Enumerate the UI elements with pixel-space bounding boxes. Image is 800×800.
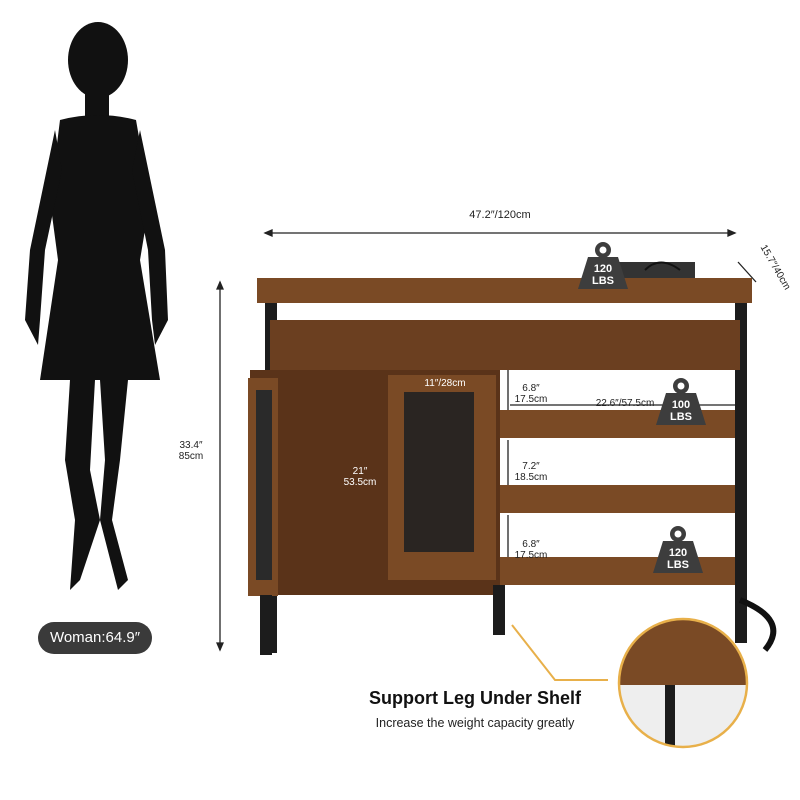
- weight-unit: LBS: [592, 275, 614, 287]
- weight-unit: LBS: [670, 411, 692, 423]
- shelf-width-label: 22.6″/57.5cm: [595, 398, 655, 409]
- height-in: 33.4″: [179, 440, 203, 451]
- feature-subtitle: Increase the weight capacity greatly: [375, 716, 575, 730]
- woman-height-badge: Woman:64.9″: [38, 622, 152, 654]
- shelf3-label: 6.8″17.5cm: [510, 539, 552, 561]
- shelf2-cm: 18.5cm: [514, 472, 548, 483]
- shelf3-cm: 17.5cm: [514, 550, 548, 561]
- cabinet: [248, 261, 777, 655]
- width-label: 47.2″/120cm: [469, 209, 531, 221]
- shelf1-in: 6.8″: [522, 383, 540, 394]
- support-leg-inset: [617, 617, 749, 749]
- door-width-label: 11″/28cm: [424, 378, 466, 389]
- shelf1-cm: 17.5cm: [514, 394, 548, 405]
- weight-value: 120: [593, 263, 613, 275]
- cabinet-height-cm: 53.5cm: [343, 477, 377, 488]
- woman-silhouette: [25, 22, 168, 590]
- cabinet-height-label: 21″53.5cm: [335, 466, 385, 488]
- weight-value: 100: [671, 399, 691, 411]
- cabinet-height-in: 21″: [352, 466, 368, 477]
- feature-title: Support Leg Under Shelf: [368, 688, 581, 708]
- weight-unit: LBS: [667, 559, 689, 571]
- height-cm: 85cm: [178, 451, 204, 462]
- height-label: 33.4″85cm: [170, 440, 212, 462]
- shelf1-label: 6.8″17.5cm: [510, 383, 552, 405]
- shelf3-in: 6.8″: [522, 539, 540, 550]
- shelf2-in: 7.2″: [522, 461, 540, 472]
- weight-value: 120: [668, 547, 688, 559]
- shelf2-label: 7.2″18.5cm: [510, 461, 552, 483]
